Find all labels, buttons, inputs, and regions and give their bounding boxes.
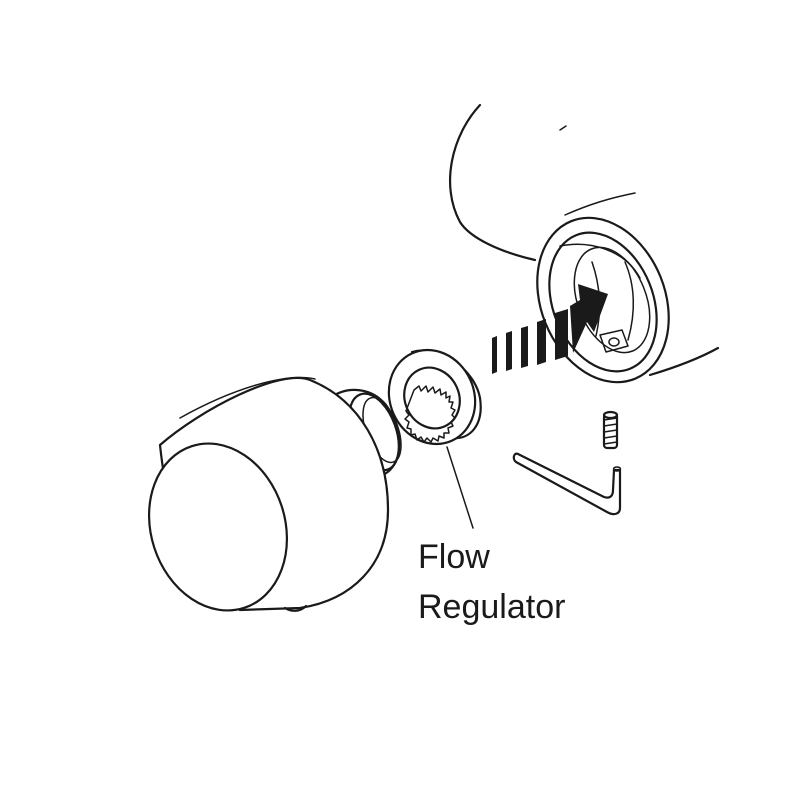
insert-direction-arrow [492,284,608,374]
hex-key-tool [512,452,622,516]
flow-regulator-label-line2: Regulator [418,588,566,626]
flow-regulator-ring [387,348,482,446]
flow-regulator-label: Flow Regulator [418,532,565,632]
callout-leader-line [446,446,474,529]
flow-regulator-label-line1: Flow [418,538,490,576]
set-screw [602,410,619,450]
shower-cap-part [147,376,402,612]
valve-body [448,103,720,384]
